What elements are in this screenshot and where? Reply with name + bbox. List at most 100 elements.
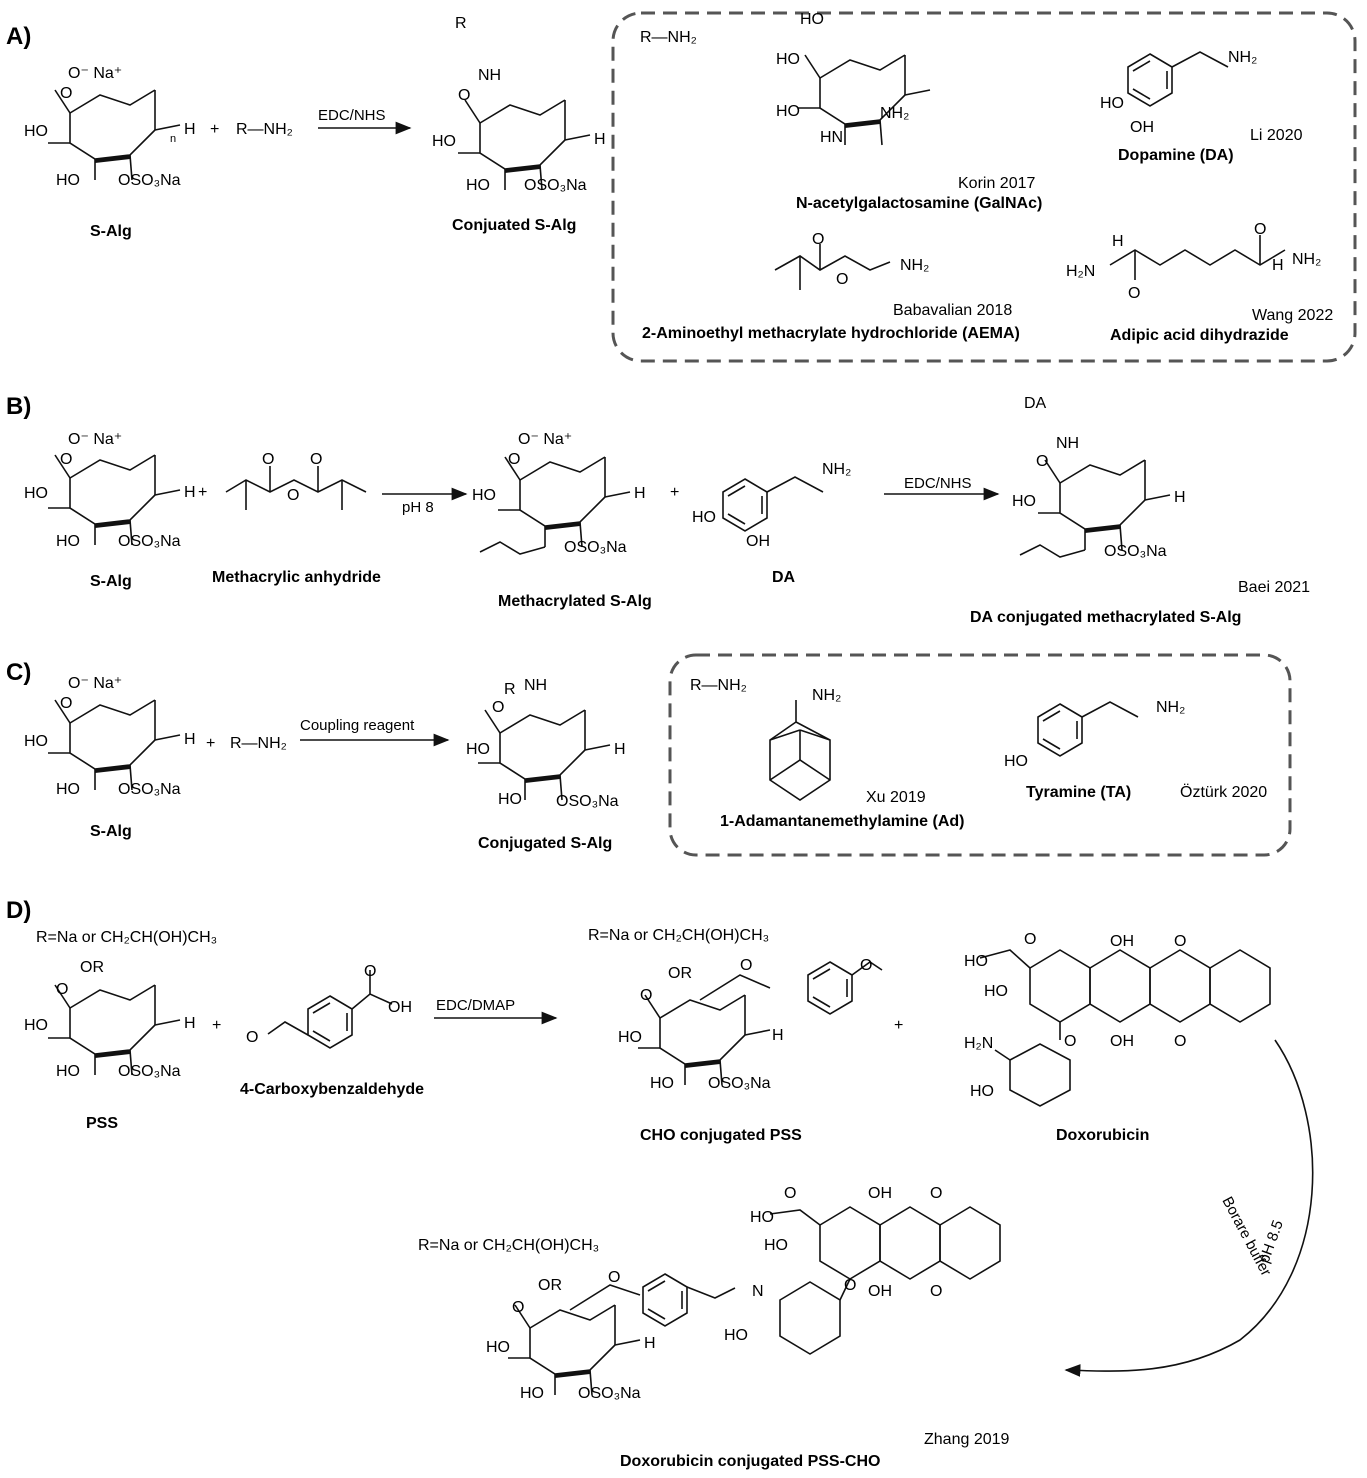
atom-nh2: NH₂ [812,687,841,704]
atom-ho: HO [24,485,48,502]
atom-oh: OH [1110,1033,1134,1050]
atom-ho: HO [800,11,824,28]
atom-o: O [492,699,504,716]
atom-ho: HO [1100,95,1124,112]
atom-o: O [930,1185,942,1202]
a-product-label: Conjuated S-Alg [452,217,576,234]
atom-ho: HO [984,983,1008,1000]
plus-sign: + [210,121,219,138]
aema-name: 2-Aminoethyl methacrylate hydrochloride … [642,325,1020,342]
d-reagent-label: 4-Carboxybenzaldehyde [240,1081,424,1098]
d-r-def-3: R=Na or CH₂CH(OH)CH₃ [418,1237,599,1254]
atom-nh2: NH₂ [900,257,929,274]
atom-o: O [860,957,872,974]
dopamine-structure-b [722,476,824,532]
atom-o: O [1174,1033,1186,1050]
atom-h: H [772,1027,784,1044]
b-reactant-label: S-Alg [90,573,132,590]
tyramine-structure [1037,701,1139,757]
cho-benzene [807,961,883,1015]
atom-o: O [56,981,68,998]
atom-h: H [184,484,196,501]
atom-h2n: H₂N [1066,263,1095,280]
atom-ho: HO [56,781,80,798]
atom-oh: OH [746,533,770,550]
b-reagent-label: Methacrylic anhydride [212,569,381,586]
atom-o: O [1254,221,1266,238]
doxorubicin-structure [979,949,1271,1107]
atom-o-na: O⁻ Na⁺ [68,431,122,448]
panel-d-label: D) [6,897,31,924]
atom-o-na: O⁻ Na⁺ [518,431,572,448]
aema-cite: Babavalian 2018 [893,302,1012,319]
galnac-name: N-acetylgalactosamine (GalNAc) [796,195,1042,212]
galnac-structure [797,54,931,146]
ad-name: 1-Adamantanemethylamine (Ad) [720,813,965,830]
atom-ho: HO [1012,493,1036,510]
s-alg-structure-a [47,89,181,181]
atom-oso3na: OSO₃Na [524,177,587,194]
atom-oso3na: OSO₃Na [578,1385,641,1402]
d-r-def: R=Na or CH₂CH(OH)CH₃ [36,929,217,946]
atom-ho: HO [520,1385,544,1402]
a-examples-box [611,11,1357,363]
b-cite: Baei 2021 [1238,579,1310,596]
atom-oso3na: OSO₃Na [1104,543,1167,560]
atom-o-na: O⁻ Na⁺ [68,65,122,82]
atom-h: H [644,1335,656,1352]
atom-ho: HO [776,51,800,68]
pss-structure [47,984,181,1076]
atom-h2n-nh: H [1112,233,1124,250]
plus-sign: + [894,1017,903,1034]
atom-o: O [608,1269,620,1286]
atom-h: H [184,121,196,138]
atom-nh: NH [524,677,547,694]
atom-ho: HO [618,1029,642,1046]
aema-structure [774,244,891,290]
atom-ho: HO [1004,753,1028,770]
atom-o: O [1128,285,1140,302]
atom-o: O [930,1283,942,1300]
atom-ho: HO [750,1209,774,1226]
d-cite: Zhang 2019 [924,1431,1010,1448]
adh-cite: Wang 2022 [1252,307,1333,324]
atom-o: O [287,487,299,504]
d-product-label: Doxorubicin conjugated PSS-CHO [620,1453,880,1470]
atom-n-imine: N [752,1283,764,1300]
adh-name: Adipic acid dihydrazide [1110,327,1289,344]
atom-o: O [60,85,72,102]
atom-nh2: NH₂ [1156,699,1185,716]
b-product-label: DA conjugated methacrylated S-Alg [970,609,1241,626]
atom-r: R [504,681,516,698]
a-amine: R—NH₂ [236,121,293,138]
atom-r: R [455,15,467,32]
atom-o: O [1064,1033,1076,1050]
plus-sign: + [212,1017,221,1034]
panel-c-label: C) [6,659,31,686]
methacrylic-anhydride-structure [225,466,367,510]
atom-o: O [60,451,72,468]
atom-o: O [836,271,848,288]
atom-oh: OH [868,1283,892,1300]
atom-nh2: NH₂ [1228,49,1257,66]
atom-ho: HO [24,733,48,750]
s-alg-structure-c [47,699,181,791]
atom-h: H [594,131,606,148]
a-condition: EDC/NHS [318,107,386,124]
atom-ho: HO [472,487,496,504]
cho-pss-structure [637,974,771,1086]
adamantane-structure [769,700,831,801]
atom-o: O [844,1277,856,1294]
atom-o: O [1174,933,1186,950]
panel-a-label: A) [6,23,31,50]
d-drug-label: Doxorubicin [1056,1127,1149,1144]
atom-ho: HO [776,103,800,120]
c-amine: R—NH₂ [230,735,287,752]
atom-oh: OH [1130,119,1154,136]
atom-oso3na: OSO₃Na [556,793,619,810]
atom-ho: HO [56,172,80,189]
final-product-pss-structure [507,1284,641,1396]
b-intermediate-label: Methacrylated S-Alg [498,593,652,610]
ad-cite: Xu 2019 [866,789,926,806]
